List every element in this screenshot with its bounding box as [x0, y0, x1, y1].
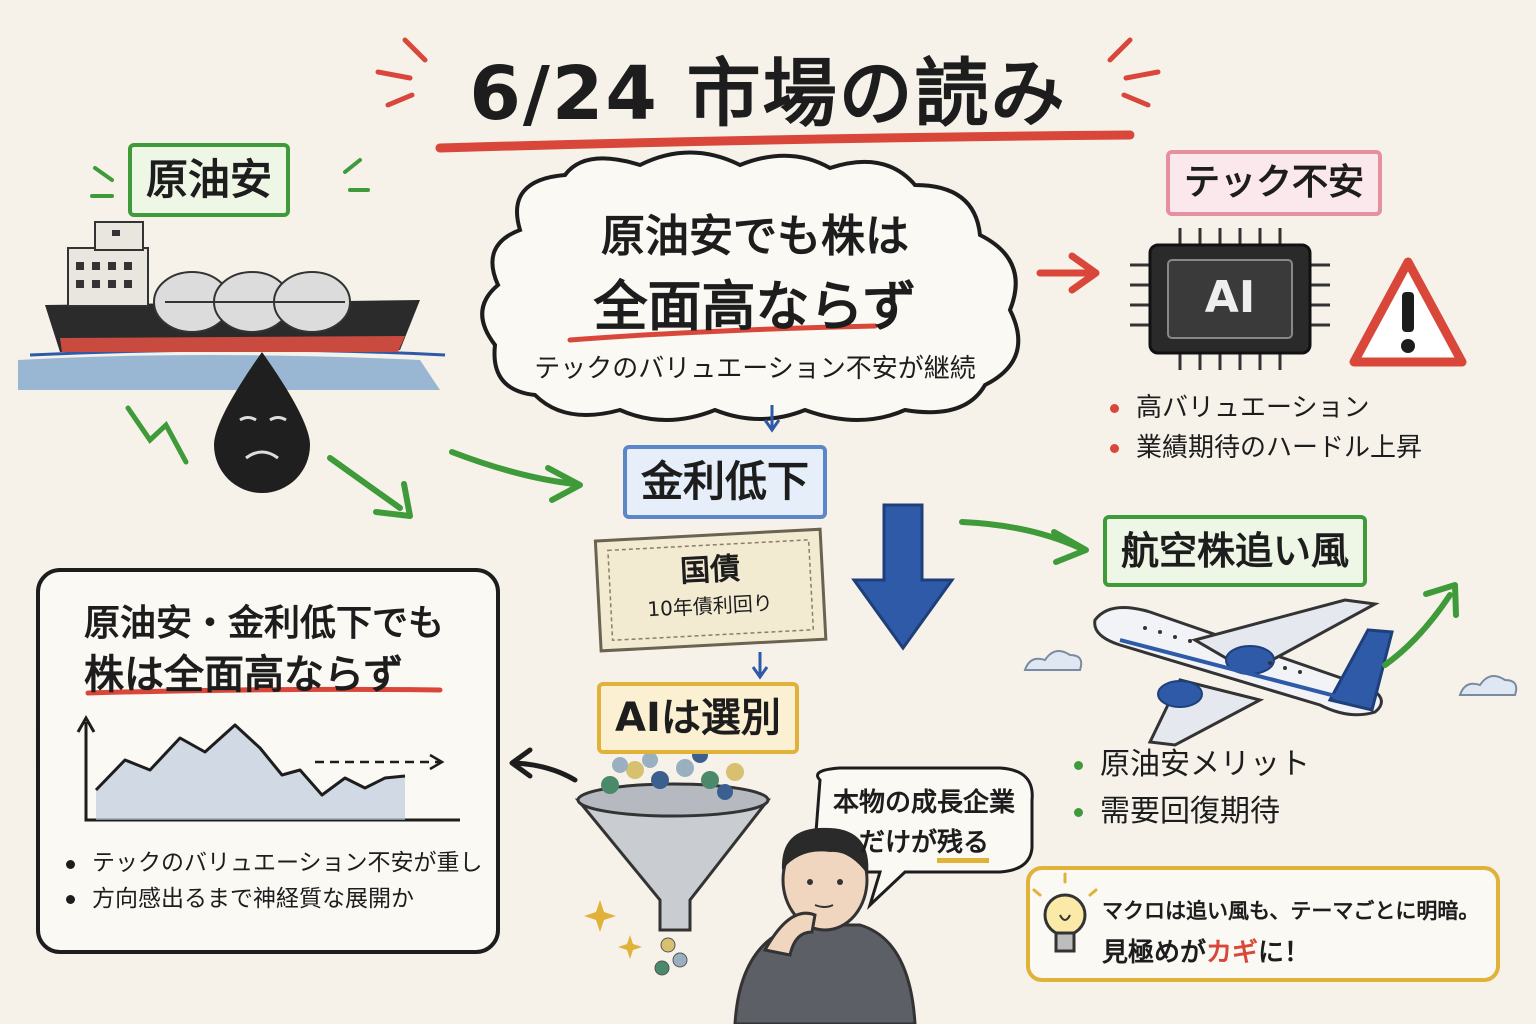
tech-bullets: 高バリュエーション 業績期待のハードル上昇: [1106, 388, 1422, 469]
mini-stock-chart: [76, 714, 460, 822]
list-item: 業績期待のハードル上昇: [1106, 428, 1422, 468]
tech-tag: テック不安: [1166, 150, 1383, 216]
airline-bullets: 原油安メリット 需要回復期待: [1070, 742, 1310, 835]
list-item: 需要回復期待: [1070, 789, 1310, 836]
thinking-person-icon: [733, 827, 917, 1024]
ai-chip-icon: [1130, 228, 1330, 370]
speech-line1: 本物の成長企業: [832, 788, 1015, 818]
warning-icon: [1349, 257, 1467, 367]
list-item: 方向感出るまで神経質な展開か: [62, 882, 483, 918]
note-line2-em: カギ: [1206, 938, 1259, 968]
list-item: 高バリュエーション: [1106, 388, 1422, 428]
summary-line1: 原油安・金利低下でも: [84, 603, 445, 644]
lightbulb-icon: [1032, 872, 1098, 953]
airplane-icon: [1093, 598, 1394, 747]
speech-line2-em: 残る: [937, 828, 990, 863]
cloud-sub: テックのバリュエーション不安が継続: [534, 354, 976, 384]
list-item: テックのバリュエーション不安が重し: [62, 846, 483, 882]
summary-bullets: テックのバリュエーション不安が重し 方向感出るまで神経質な展開か: [62, 846, 483, 917]
cloud-line2: 全面高ならず: [593, 275, 917, 338]
oil-drop-icon: [214, 352, 310, 493]
rates-tag: 金利低下: [623, 445, 828, 519]
tanker-ship-icon: [18, 221, 446, 390]
zigzag-arrow: [125, 405, 189, 465]
speech-line2: だけが残る: [818, 822, 1030, 863]
title-sparks: [375, 37, 1161, 108]
airline-tag: 航空株追い風: [1103, 515, 1368, 587]
title-underline: [435, 130, 1135, 153]
note-line2-pre: 見極めが: [1102, 938, 1207, 968]
ai-tag: AIは選別: [597, 682, 799, 754]
list-item: 原油安メリット: [1070, 742, 1310, 789]
thought-cloud: [480, 150, 1021, 422]
note-line2-post: に！: [1258, 938, 1311, 968]
page-title: 6/24 市場の読み: [469, 51, 1067, 137]
summary-line2: 株は全面高ならず: [84, 652, 404, 698]
speech-line2-pre: だけが: [858, 828, 937, 858]
oil-tag: 原油安: [128, 143, 291, 217]
note-box: [1026, 866, 1500, 982]
chip-label: AI: [1204, 272, 1256, 323]
rate-down-arrow: [851, 503, 955, 651]
note-line2: 見極めがカギに！: [1102, 932, 1310, 969]
funnel-icon: [574, 747, 772, 976]
note-line1: マクロは追い風も、テーマごとに明暗。: [1102, 899, 1480, 923]
cloud-line1: 原油安でも株は: [601, 211, 909, 262]
bond-certificate: [593, 527, 828, 653]
